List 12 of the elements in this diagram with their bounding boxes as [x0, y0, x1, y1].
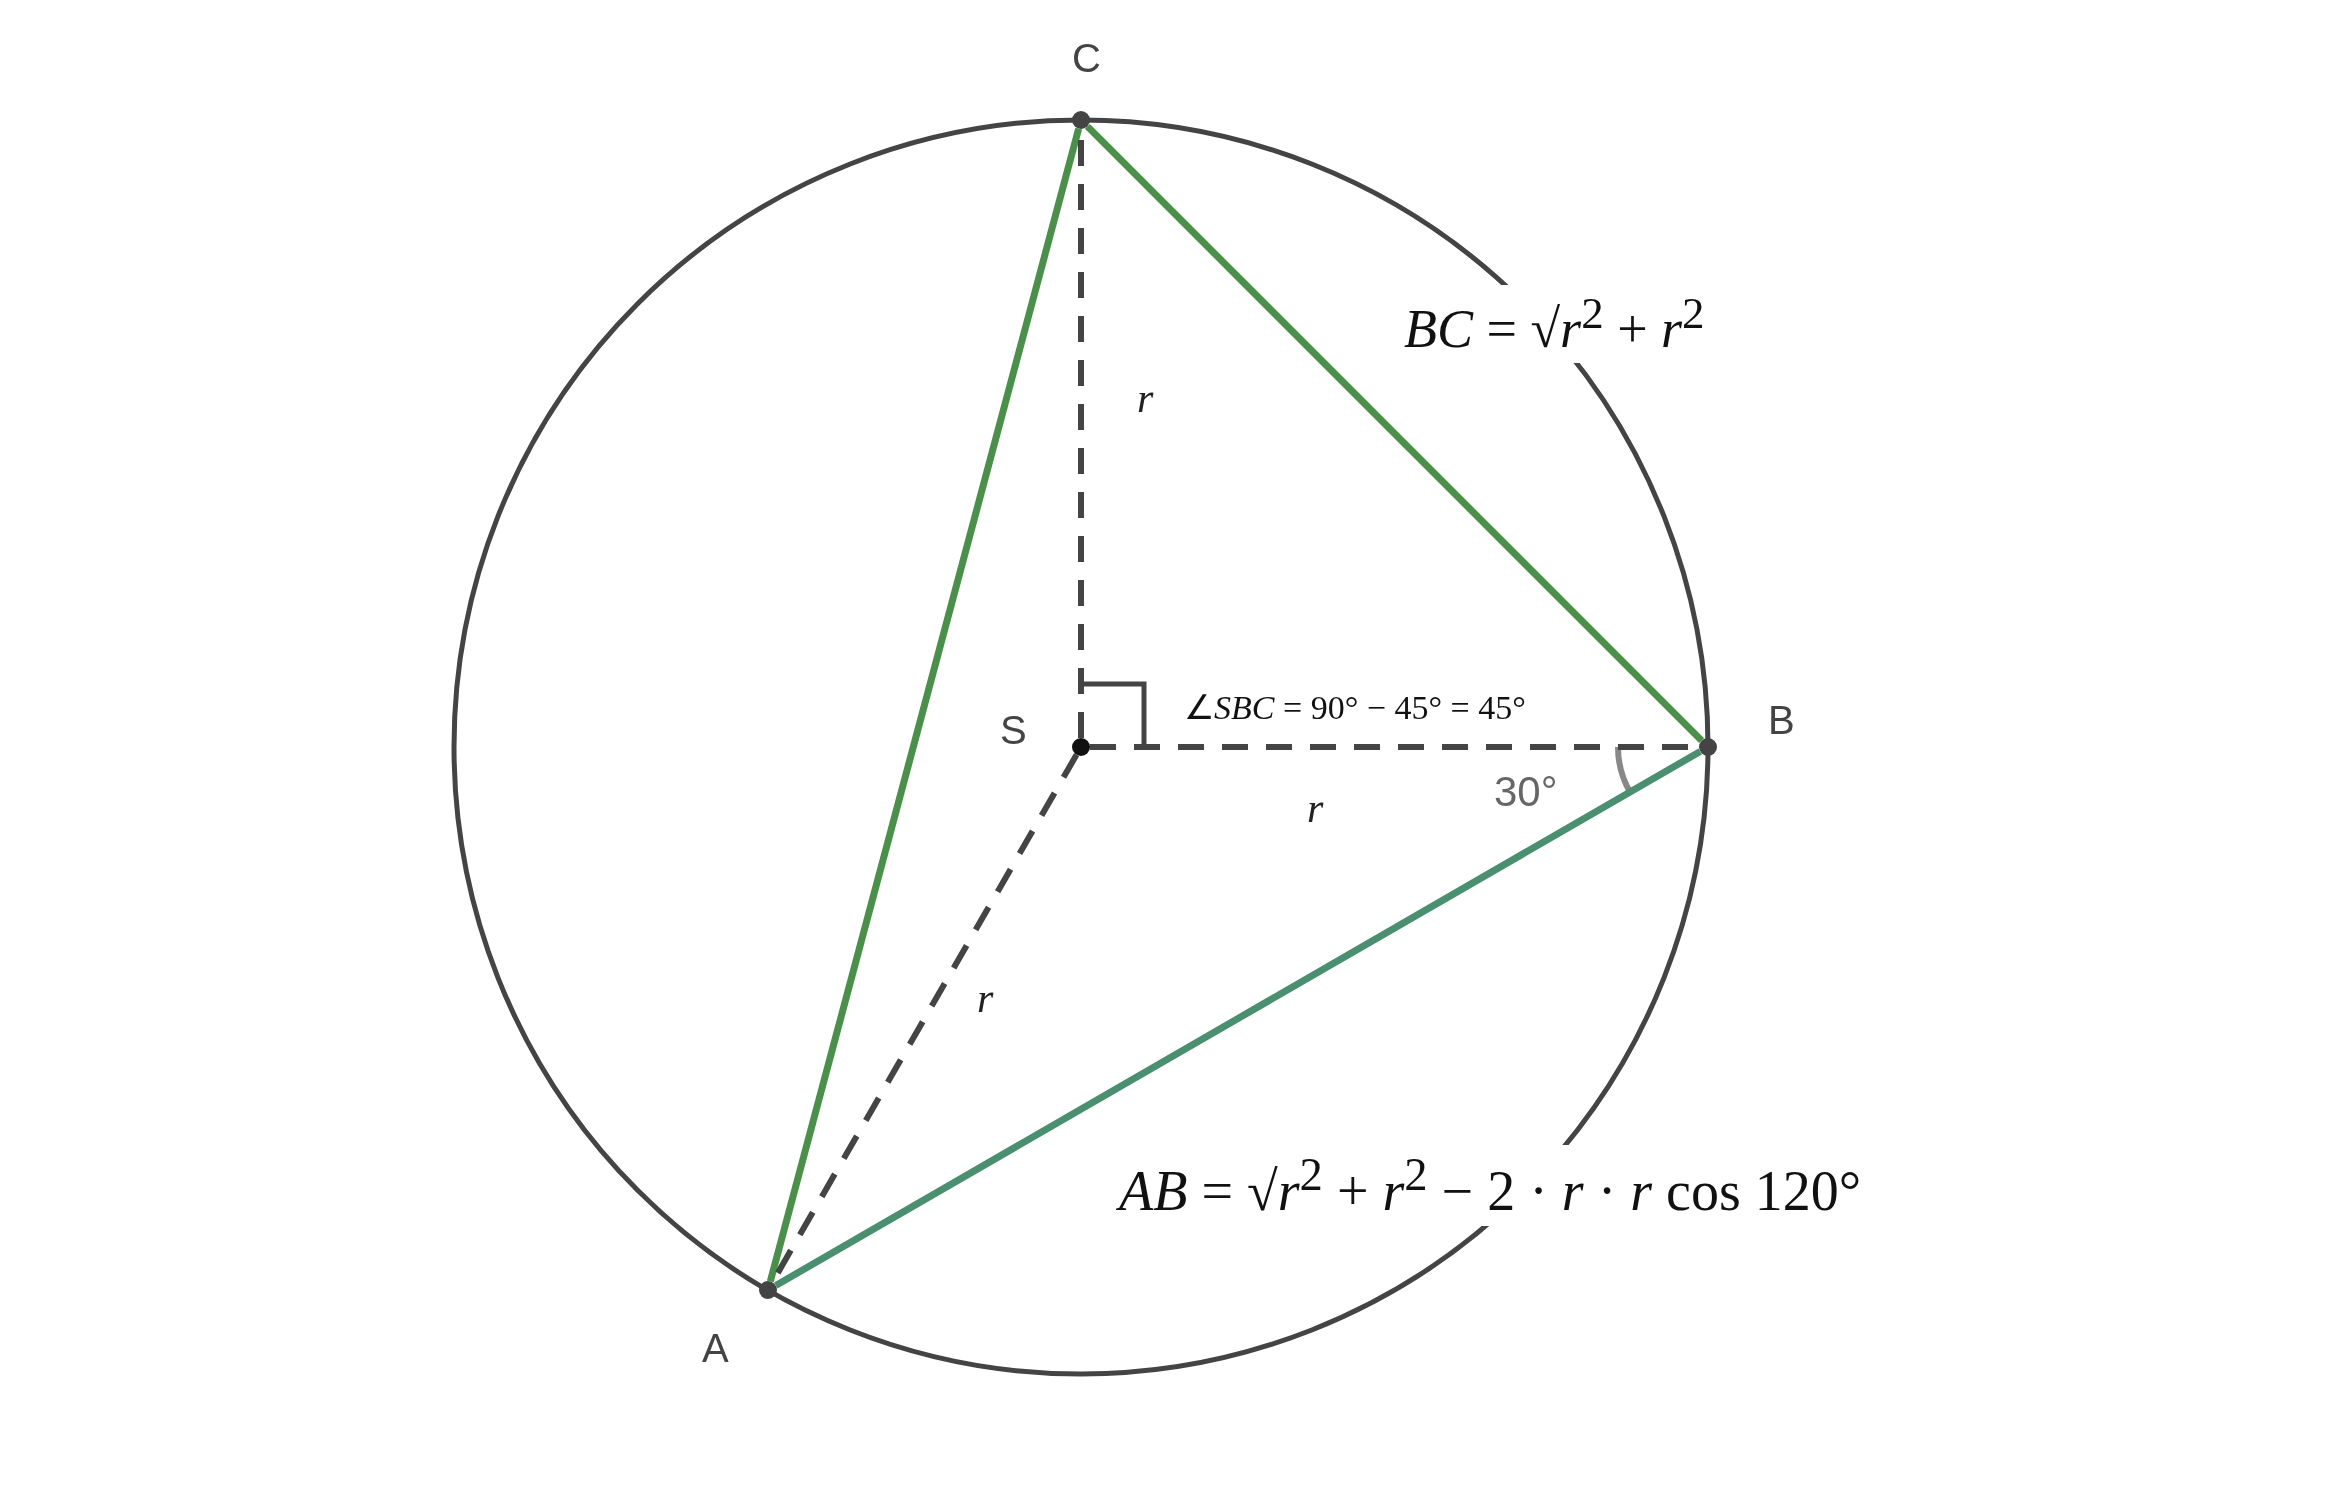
line-segment	[774, 748, 1702, 1289]
point-label: A	[702, 1328, 729, 1368]
point-marker	[1699, 738, 1717, 756]
point-label: B	[1768, 700, 1795, 740]
angle-label: 30°	[1493, 767, 1559, 817]
point-label: S	[1000, 710, 1027, 750]
point-marker	[759, 1281, 777, 1299]
line-segment	[766, 127, 1083, 1283]
point-marker	[1072, 111, 1090, 129]
point-marker	[1072, 738, 1090, 756]
point-label: C	[1072, 38, 1101, 78]
line-segment	[1084, 123, 1705, 744]
